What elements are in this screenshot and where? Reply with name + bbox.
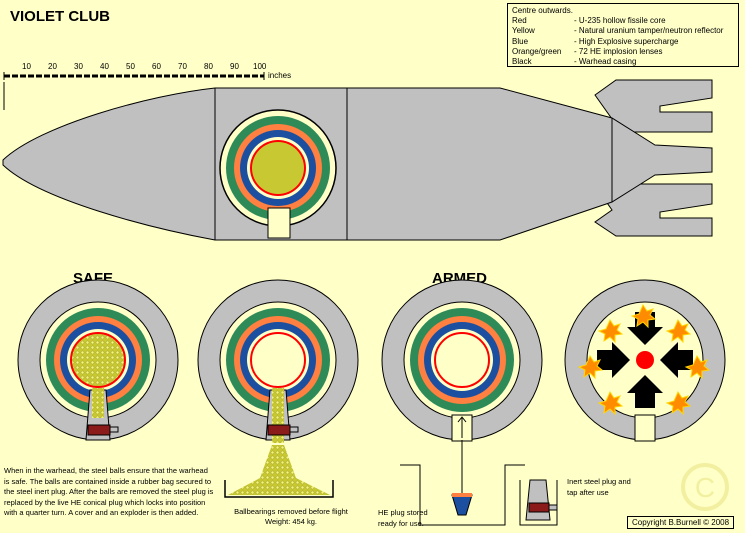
scale-tick-label: 40 [100,62,109,71]
warhead-implosion [564,279,726,442]
scale-unit-label: inches [268,71,292,80]
legend-desc: - U-235 hollow fissile core [574,16,666,26]
copyright-watermark-icon: C [681,463,729,511]
legend-row: Yellow - Natural uranium tamper/neutron r… [512,26,734,36]
warhead-main [219,109,337,239]
legend-row: Orange/green - 72 HE implosion lenses [512,47,734,57]
scale-tick-label: 70 [178,62,187,71]
legend-row: Blue - High Explosive supercharge [512,37,734,47]
scale-tick-label: 50 [126,62,135,71]
he-plug-caption: HE plug stored ready for use. [378,508,428,528]
copyright-label: Copyright B.Burnell © 2008 [627,516,735,529]
legend-color: Orange/green [512,46,562,56]
scale-tick-label: 20 [48,62,57,71]
svg-text:C: C [695,472,715,503]
scale-tick-label: 10 [22,62,31,71]
bomb-body [2,79,713,241]
warhead-emptying [197,279,359,498]
scale-tick-label: 100 [253,62,267,71]
legend-color: Yellow [512,26,535,36]
safe-description: When in the warhead, the steel balls ens… [4,466,214,517]
legend-box: Centre outwards. Red - U-235 hollow fissi… [507,3,739,67]
ballbearings-caption: Ballbearings removed before flight [234,507,348,516]
warhead-armed [381,279,543,526]
legend-row: Red - U-235 hollow fissile core [512,16,734,26]
legend-desc: - 72 HE implosion lenses [574,46,663,56]
scale-tick-label: 80 [204,62,213,71]
page-title: VIOLET CLUB [10,8,110,25]
weight-caption: Weight: 454 kg. [265,517,317,526]
scale-tick-label: 90 [230,62,239,71]
legend-color: Blue [512,36,529,46]
legend-color: Black [512,57,532,67]
inert-plug-caption: Inert steel plug and tap after use [567,477,631,497]
scale-bar [3,72,265,110]
legend-desc: - Warhead casing [574,57,637,67]
legend-row: Black - Warhead casing [512,57,734,67]
legend-desc: - High Explosive supercharge [574,36,679,46]
warhead-safe [17,279,179,441]
inert-plug-detail [519,479,558,526]
legend-color: Red [512,16,527,26]
scale-tick-label: 60 [152,62,161,71]
legend-desc: - Natural uranium tamper/neutron reflect… [574,26,724,36]
legend-heading: Centre outwards. [512,6,573,15]
scale-tick-label: 30 [74,62,83,71]
